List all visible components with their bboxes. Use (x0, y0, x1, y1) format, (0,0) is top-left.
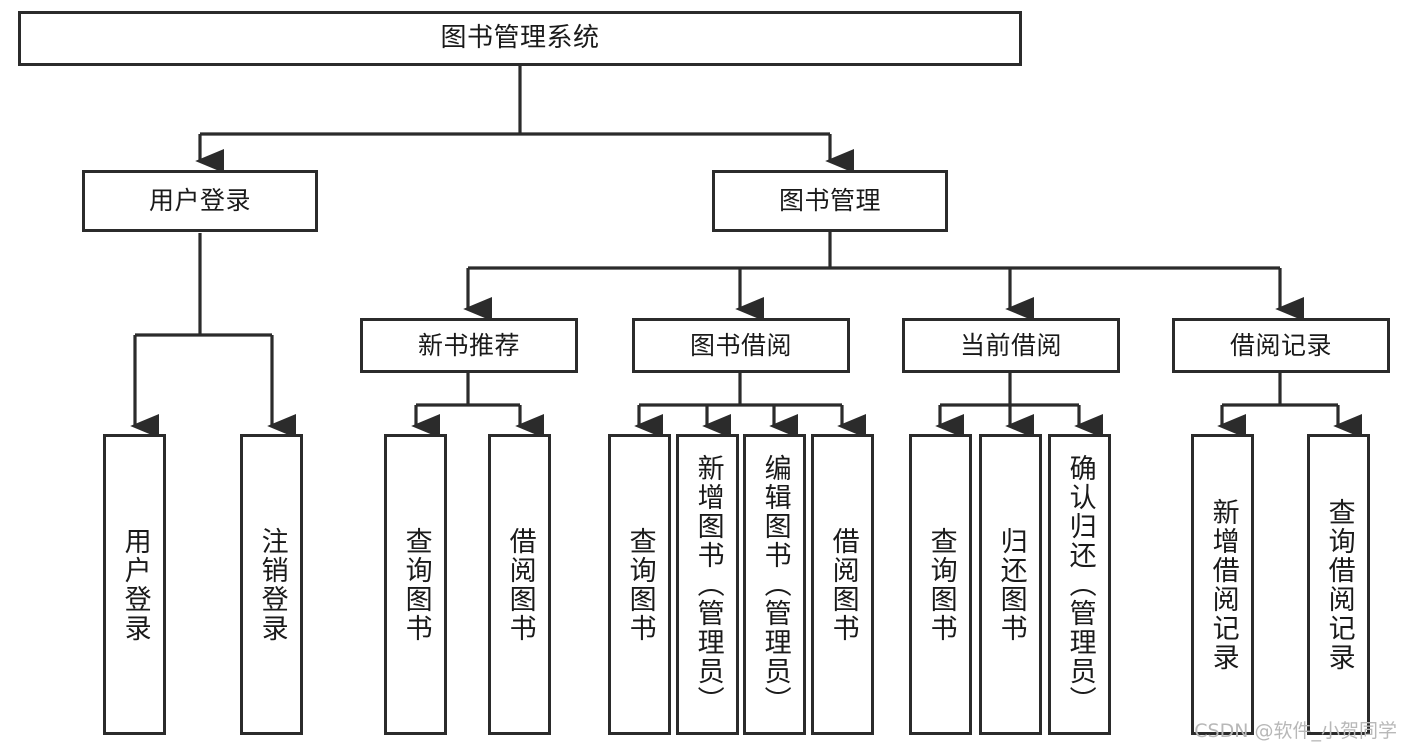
node-label: 当前借阅 (959, 330, 1062, 360)
node-book-management[interactable]: 图书管理 (712, 170, 948, 232)
node-label: 借阅图书 (504, 526, 536, 643)
node-leaf-add-book-admin[interactable]: 新增图书（管理员） (676, 434, 739, 735)
node-book-borrow[interactable]: 图书借阅 (632, 318, 850, 373)
node-label: 查询图书 (400, 526, 432, 643)
node-label: 用户登录 (119, 526, 151, 643)
node-label: 查询借阅记录 (1323, 497, 1355, 672)
node-label: 查询图书 (624, 526, 656, 643)
node-leaf-logout[interactable]: 注销登录 (240, 434, 303, 735)
node-user-login[interactable]: 用户登录 (82, 170, 318, 232)
node-label: 图书管理系统 (440, 22, 600, 53)
node-root-system[interactable]: 图书管理系统 (18, 11, 1022, 66)
node-label: 新书推荐 (417, 330, 520, 360)
node-label: 借阅记录 (1229, 330, 1332, 360)
node-leaf-borrow-book-recommend[interactable]: 借阅图书 (488, 434, 551, 735)
node-label: 用户登录 (148, 186, 251, 215)
node-leaf-query-book-borrow[interactable]: 查询图书 (608, 434, 671, 735)
node-borrow-records[interactable]: 借阅记录 (1172, 318, 1390, 373)
node-label: 注销登录 (256, 526, 288, 643)
node-label: 新增图书（管理员） (692, 454, 724, 715)
node-leaf-edit-book-admin[interactable]: 编辑图书（管理员） (743, 434, 806, 735)
node-label: 归还图书 (995, 526, 1027, 643)
node-leaf-query-borrow-record[interactable]: 查询借阅记录 (1307, 434, 1370, 735)
node-leaf-add-borrow-record[interactable]: 新增借阅记录 (1191, 434, 1254, 735)
node-leaf-query-book-recommend[interactable]: 查询图书 (384, 434, 447, 735)
node-label: 新增借阅记录 (1207, 497, 1239, 672)
node-label: 编辑图书（管理员） (759, 454, 791, 715)
node-leaf-borrow-book[interactable]: 借阅图书 (811, 434, 874, 735)
node-label: 图书管理 (778, 186, 881, 215)
node-label: 确认归还（管理员） (1064, 454, 1096, 715)
node-label: 查询图书 (925, 526, 957, 643)
node-label: 图书借阅 (689, 330, 792, 360)
node-leaf-query-book-current[interactable]: 查询图书 (909, 434, 972, 735)
csdn-watermark: CSDN @软件_小贺同学 (1194, 720, 1397, 742)
node-leaf-return-book[interactable]: 归还图书 (979, 434, 1042, 735)
node-new-book-recommend[interactable]: 新书推荐 (360, 318, 578, 373)
node-leaf-user-login[interactable]: 用户登录 (103, 434, 166, 735)
node-label: 借阅图书 (827, 526, 859, 643)
node-leaf-confirm-return-admin[interactable]: 确认归还（管理员） (1048, 434, 1111, 735)
node-current-borrow[interactable]: 当前借阅 (902, 318, 1120, 373)
